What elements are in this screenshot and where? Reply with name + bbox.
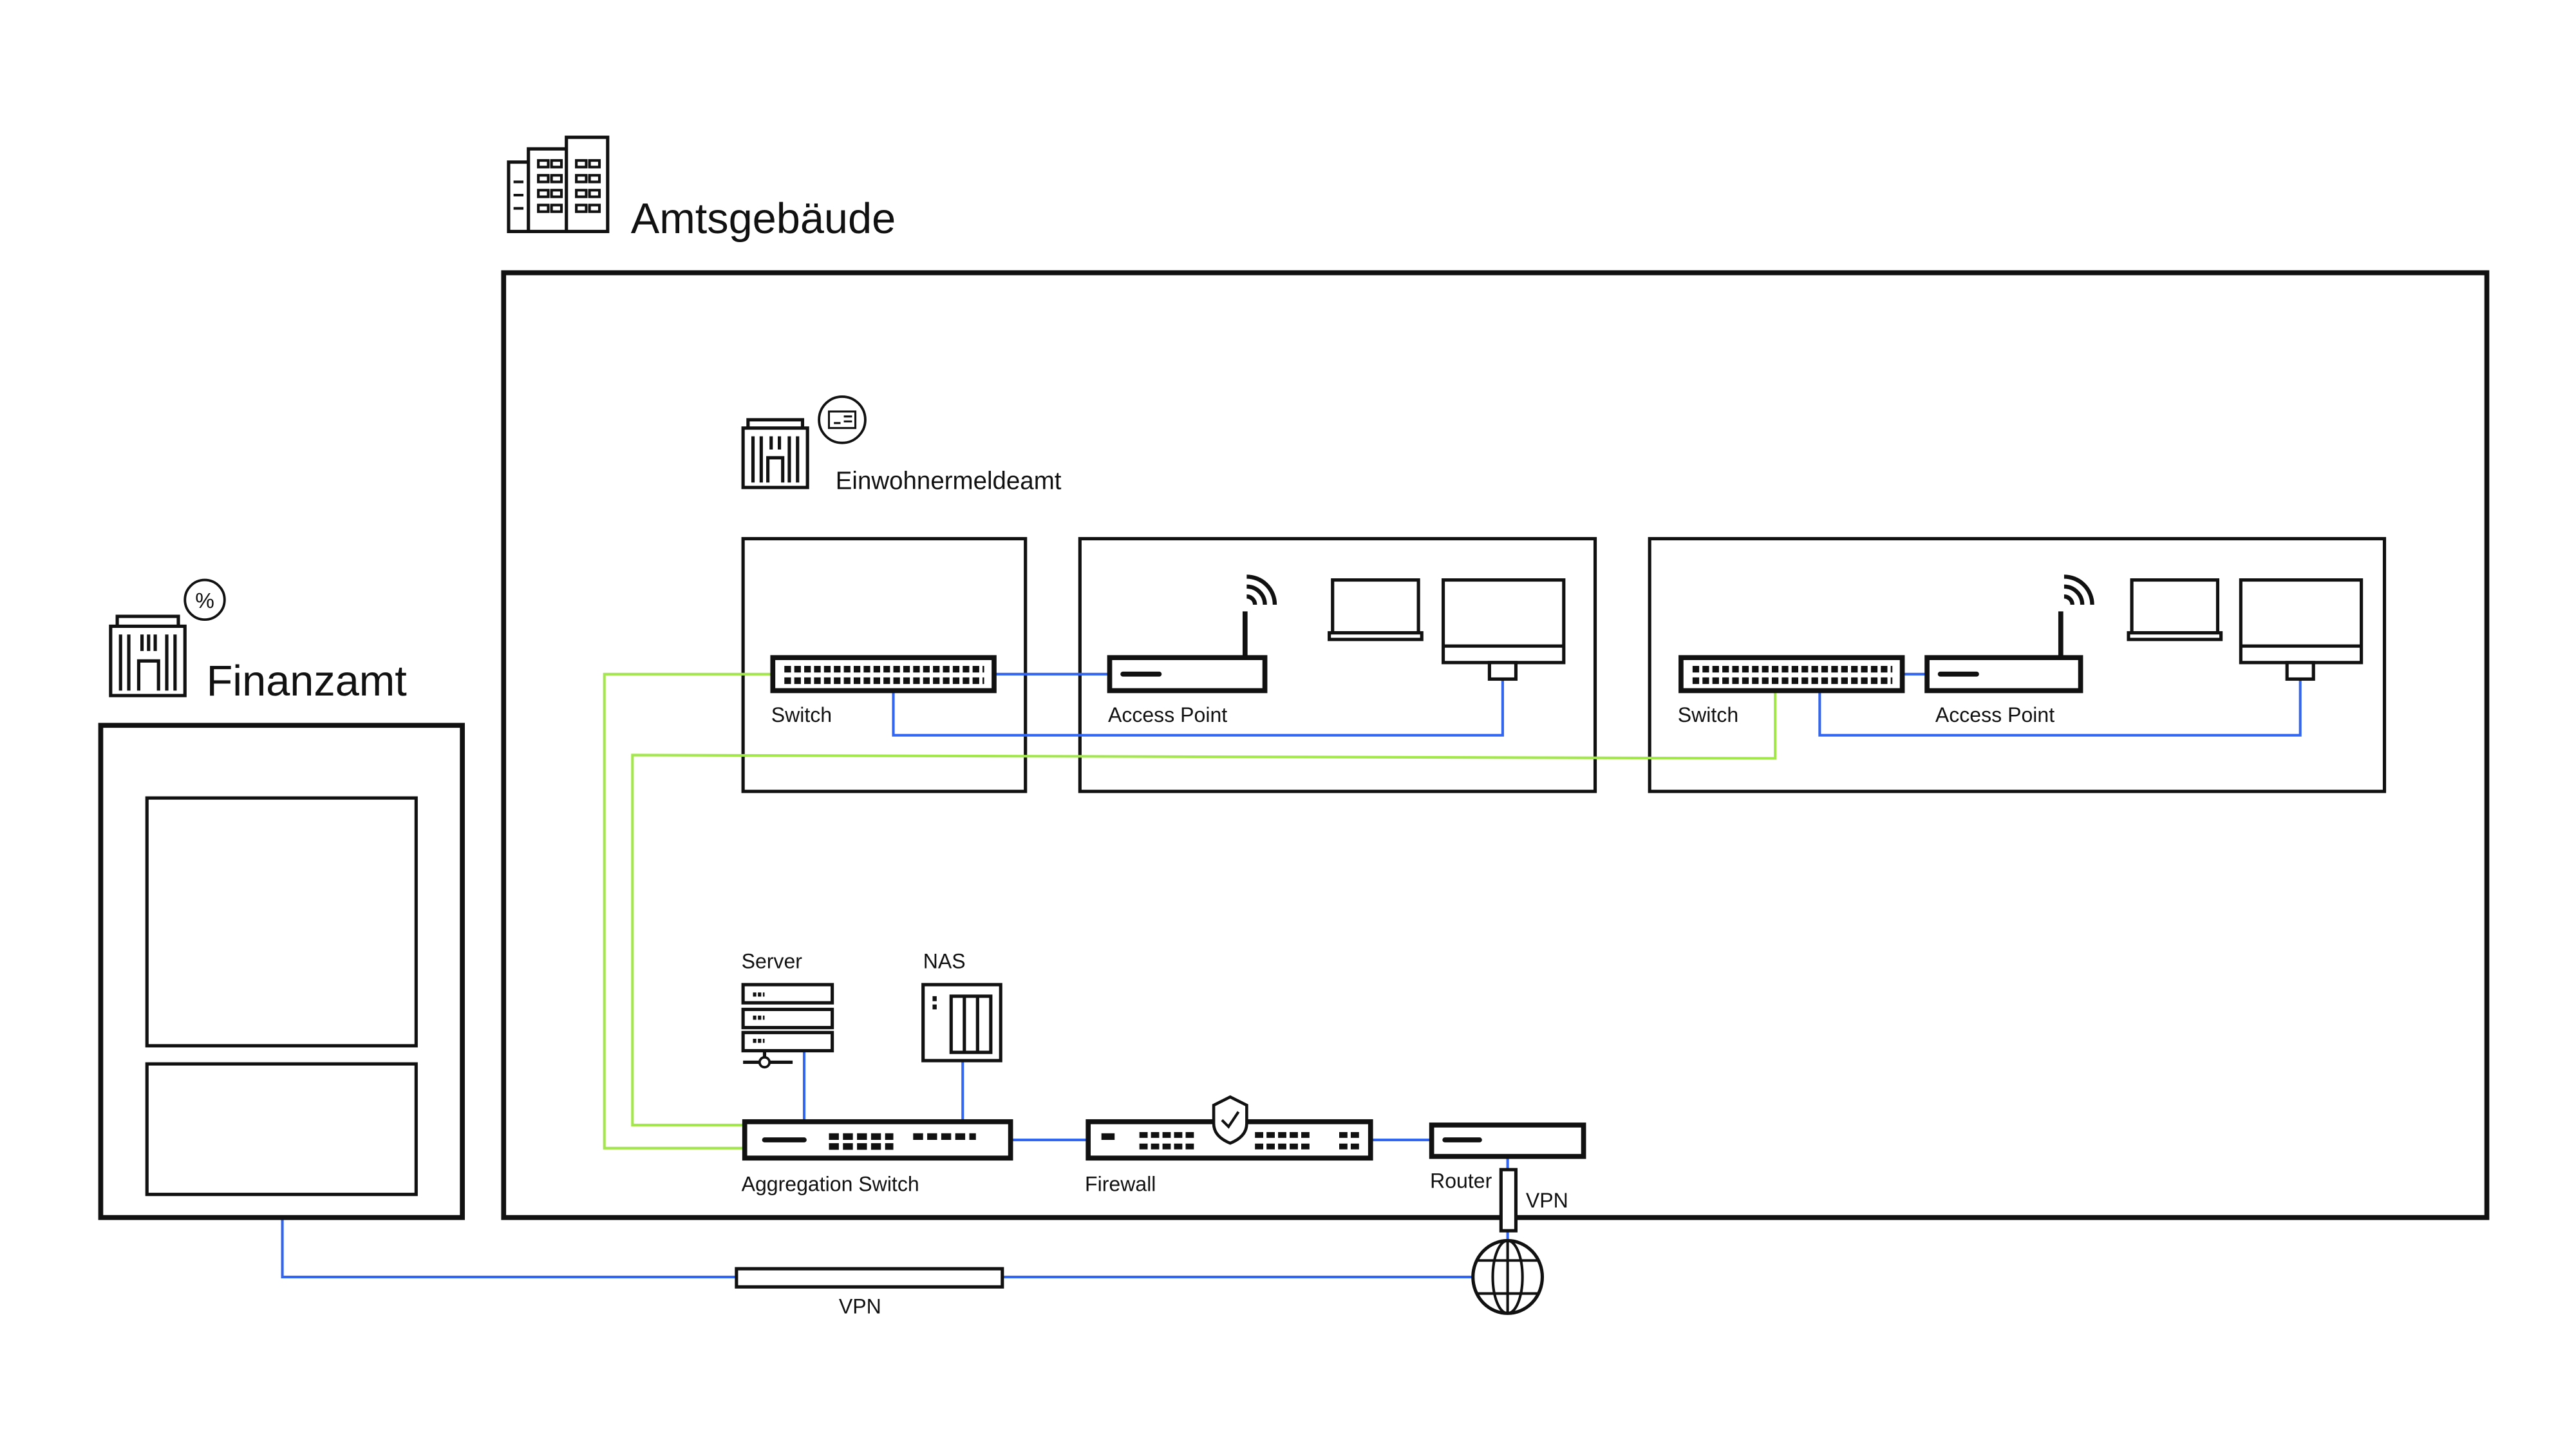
access-point-icon <box>1924 574 2094 694</box>
building-id-card-icon <box>741 395 867 489</box>
wifi-icon <box>1246 574 1277 605</box>
access-point-label-1: Access Point <box>1108 703 1227 726</box>
monitor-icon <box>2239 578 2364 681</box>
switch-icon <box>1678 655 1905 694</box>
percent-badge: % <box>195 589 214 613</box>
nas-label: NAS <box>923 949 966 972</box>
vpn-tunnel-remote <box>735 1267 1004 1289</box>
switch-icon <box>770 655 997 694</box>
server-icon <box>741 983 834 1069</box>
globe-icon <box>1471 1238 1545 1315</box>
server-label: Server <box>742 949 803 972</box>
router-label: Router <box>1430 1169 1492 1192</box>
vpn-label-router: VPN <box>1526 1189 1568 1212</box>
laptop-icon <box>1328 578 1424 641</box>
switch-label-2: Switch <box>1678 703 1738 726</box>
aggregation-switch-icon <box>742 1119 1013 1161</box>
shield-check-icon <box>1212 1095 1248 1145</box>
router-icon <box>1429 1122 1586 1159</box>
aggregation-switch-label: Aggregation Switch <box>742 1173 919 1196</box>
access-point-label-2: Access Point <box>1935 703 2054 726</box>
office-building-icon <box>507 135 610 233</box>
access-point-icon <box>1107 574 1277 694</box>
department-title: Einwohnermeldeamt <box>836 468 1062 495</box>
firewall-label: Firewall <box>1085 1173 1156 1196</box>
vpn-tunnel-router <box>1499 1168 1518 1233</box>
monitor-icon <box>1442 578 1566 681</box>
finanzamt-room-1 <box>145 796 418 1048</box>
nas-icon <box>921 983 1002 1063</box>
firewall-icon <box>1086 1095 1373 1161</box>
finanzamt-room-2 <box>145 1062 418 1197</box>
vpn-label-remote: VPN <box>839 1294 881 1318</box>
building-title-finanzamt: Finanzamt <box>207 658 408 705</box>
laptop-icon <box>2127 578 2223 641</box>
wifi-icon <box>2064 574 2094 605</box>
building-title-amtsgebaeude: Amtsgebäude <box>631 195 896 243</box>
switch-label-1: Switch <box>771 703 832 726</box>
building-percent-icon: % <box>109 578 226 697</box>
uplink-links <box>603 672 1777 1150</box>
